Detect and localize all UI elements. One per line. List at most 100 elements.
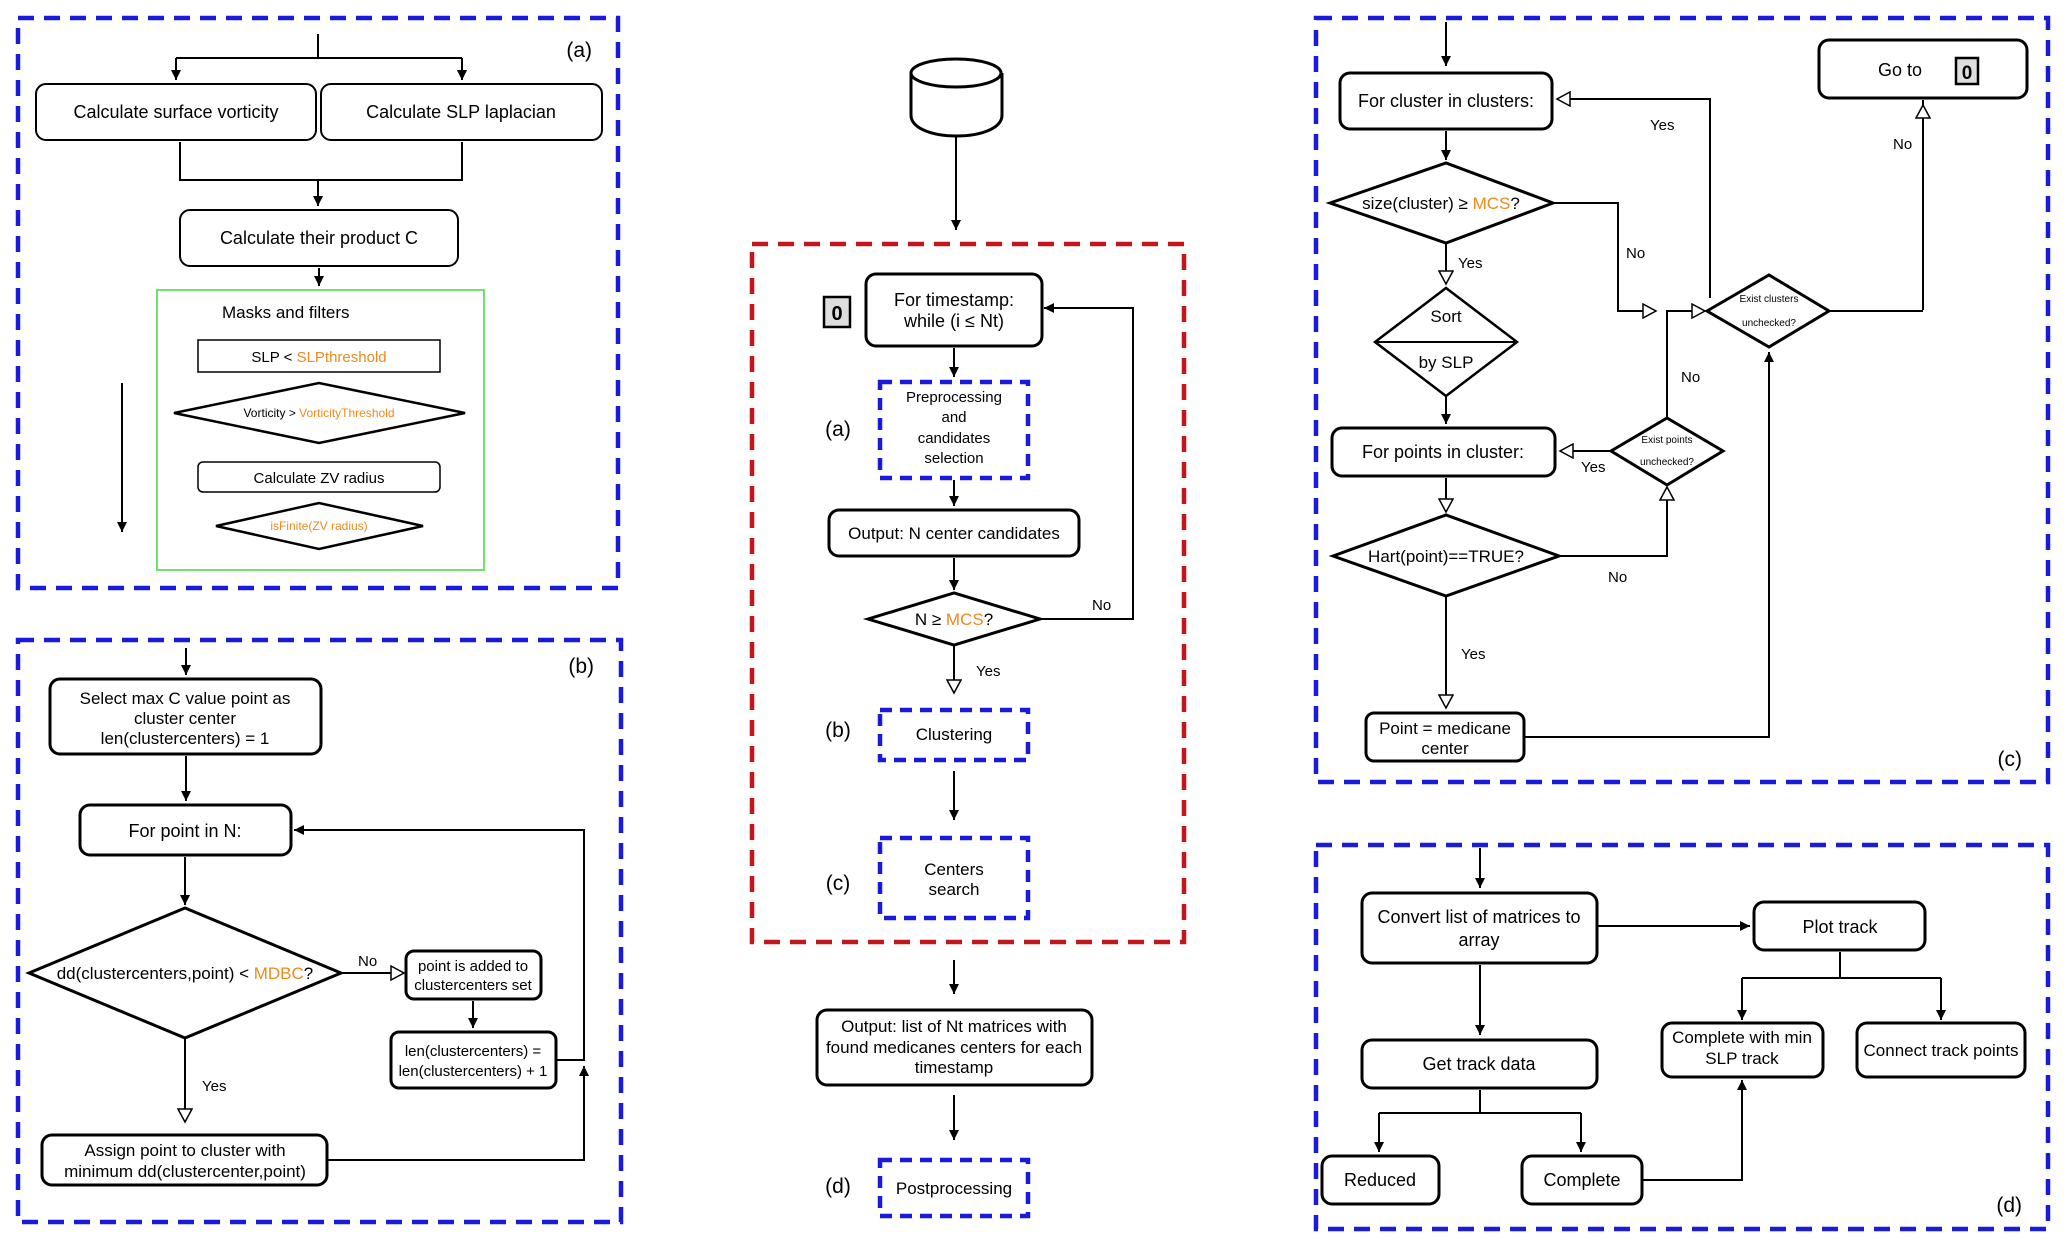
no-arrow-hart [1559, 487, 1667, 557]
yes-label: Yes [976, 663, 1000, 680]
goto-node: Go to 0 [1817, 38, 2029, 100]
split-connector [1742, 952, 1941, 979]
center-flow: 0 For timestamp: while (i ≤ Nt) (a) Prep… [749, 57, 1187, 1219]
svg-text:isFinite(ZV radius): isFinite(ZV radius) [270, 519, 367, 533]
svg-text:Go to: Go to [1878, 60, 1922, 80]
zv-radius-node: Calculate ZV radius [197, 461, 441, 493]
svg-text:Exist clusters: Exist clusters [1740, 294, 1799, 305]
yes-label: Yes [202, 1078, 226, 1095]
svg-text:Assign point to cluster with: Assign point to cluster with [84, 1141, 285, 1160]
svg-text:len(clustercenters) = 1: len(clustercenters) = 1 [101, 729, 270, 748]
svg-text:candidates: candidates [918, 430, 991, 447]
svg-text:timestamp: timestamp [915, 1058, 993, 1077]
svg-text:Plot track: Plot track [1802, 917, 1878, 937]
arrow [1642, 1080, 1747, 1181]
preprocessing-node: Preprocessing and candidates selection [877, 379, 1031, 481]
panel-b: (b) Select max C value point as cluster … [15, 637, 624, 1225]
step-c-label: (c) [826, 872, 851, 895]
complete-min-node: Complete with min SLP track [1660, 1021, 1825, 1079]
len-increment-node: len(clustercenters) = len(clustercenters… [389, 1030, 558, 1090]
split-connector [175, 34, 462, 80]
reduced-node: Reduced [1320, 1154, 1441, 1206]
svg-text:search: search [928, 880, 979, 899]
hart-decision-node: Hart(point)==TRUE? [1328, 513, 1564, 598]
panel-c: (c) For cluster in clusters: Go to 0 No … [1313, 15, 2051, 785]
svg-text:Clustering: Clustering [916, 725, 993, 744]
panel-a-label: (a) [566, 39, 592, 62]
calc-product-node: Calculate their product C [179, 209, 459, 267]
sort-node: Sort by SLP [1372, 286, 1520, 398]
svg-text:Complete with min: Complete with min [1672, 1028, 1812, 1047]
svg-text:Calculate their product C: Calculate their product C [220, 228, 418, 248]
no-loop-arrow [1040, 303, 1134, 620]
svg-text:Convert list of matrices to: Convert list of matrices to [1377, 907, 1580, 927]
svg-text:while (i ≤ Nt): while (i ≤ Nt) [903, 311, 1004, 331]
yes-arrow-cluster [1557, 99, 1711, 298]
svg-text:Complete: Complete [1543, 1170, 1620, 1190]
isfinite-node: isFinite(ZV radius) [215, 501, 424, 551]
svg-text:For timestamp:: For timestamp: [894, 290, 1014, 310]
svg-text:Vorticity > VorticityThreshold: Vorticity > VorticityThreshold [243, 406, 394, 420]
slp-filter-node: SLP < SLPthreshold [197, 339, 441, 373]
yes-label-size: Yes [1458, 255, 1482, 272]
panel-a-border [15, 15, 621, 591]
svg-text:Hart(point)==TRUE?: Hart(point)==TRUE? [1368, 547, 1524, 566]
panel-c-label: (c) [1998, 748, 2023, 771]
svg-text:Exist points: Exist points [1641, 435, 1692, 446]
panel-d-border [1313, 842, 2051, 1232]
svg-text:Connect track points: Connect track points [1864, 1041, 2019, 1060]
svg-text:unchecked?: unchecked? [1742, 318, 1796, 329]
panel-b-border [15, 637, 624, 1225]
for-cluster-node: For cluster in clusters: [1338, 71, 1554, 131]
point-added-node: point is added to clustercenters set [404, 949, 543, 1001]
yes-label-points: Yes [1581, 459, 1605, 476]
svg-text:Calculate surface vorticity: Calculate surface vorticity [73, 102, 278, 122]
step-d-label: (d) [825, 1175, 851, 1198]
svg-text:Output: list of Nt matrices wi: Output: list of Nt matrices with [841, 1017, 1067, 1036]
svg-text:Select max C value point as: Select max C value point as [80, 689, 291, 708]
svg-text:and: and [941, 409, 966, 426]
svg-text:0: 0 [1962, 63, 1973, 84]
svg-text:Postprocessing: Postprocessing [896, 1179, 1012, 1198]
plot-track-node: Plot track [1752, 900, 1927, 952]
step-a-label: (a) [825, 418, 851, 441]
for-point-node: For point in N: [78, 803, 293, 857]
final-output-node: Output: list of Nt matrices with found m… [815, 1008, 1094, 1087]
centers-search-node: Centers search [877, 835, 1031, 921]
panel-a: (a) Calculate surface vorticity Calculat… [15, 15, 621, 591]
calc-vorticity-node: Calculate surface vorticity [35, 83, 317, 141]
svg-text:Centers: Centers [924, 860, 984, 879]
calc-laplacian-node: Calculate SLP laplacian [320, 83, 603, 141]
svg-text:dd(clustercenters,point) < MDB: dd(clustercenters,point) < MDBC? [57, 964, 314, 983]
masks-title: Masks and filters [222, 303, 350, 322]
no-label-goto: No [1893, 136, 1912, 153]
merge-connector [179, 142, 463, 206]
svg-text:SLP track: SLP track [1705, 1049, 1779, 1068]
main-loop-border [749, 241, 1187, 945]
svg-text:Point = medicane: Point = medicane [1379, 719, 1511, 738]
clustering-node: Clustering [877, 707, 1031, 763]
dd-decision-node: dd(clustercenters,point) < MDBC? [25, 906, 345, 1040]
database-icon [909, 57, 1004, 138]
panel-d: (d) Convert list of matrices to array Pl… [1313, 842, 2051, 1232]
svg-text:Calculate ZV radius: Calculate ZV radius [254, 470, 385, 487]
for-points-node: For points in cluster: [1330, 426, 1557, 478]
svg-text:cluster center: cluster center [134, 709, 236, 728]
svg-text:Reduced: Reduced [1344, 1170, 1416, 1190]
svg-text:found medicanes centers for ea: found medicanes centers for each [826, 1038, 1082, 1057]
no-label-points: No [1681, 369, 1700, 386]
svg-text:selection: selection [924, 450, 983, 467]
postprocessing-node: Postprocessing [877, 1157, 1031, 1219]
svg-text:For cluster in clusters:: For cluster in clusters: [1358, 91, 1534, 111]
connect-track-node: Connect track points [1855, 1021, 2027, 1079]
no-label: No [358, 953, 377, 970]
svg-text:N ≥ MCS?: N ≥ MCS? [915, 610, 993, 629]
n-candidates-node: Output: N center candidates [827, 508, 1081, 558]
no-label: No [1092, 597, 1111, 614]
svg-text:len(clustercenters) =: len(clustercenters) = [405, 1043, 542, 1060]
svg-text:Sort: Sort [1430, 307, 1461, 326]
get-track-node: Get track data [1360, 1038, 1599, 1090]
panel-b-label: (b) [568, 655, 594, 678]
svg-text:minimum dd(clustercenter,point: minimum dd(clustercenter,point) [64, 1162, 306, 1181]
